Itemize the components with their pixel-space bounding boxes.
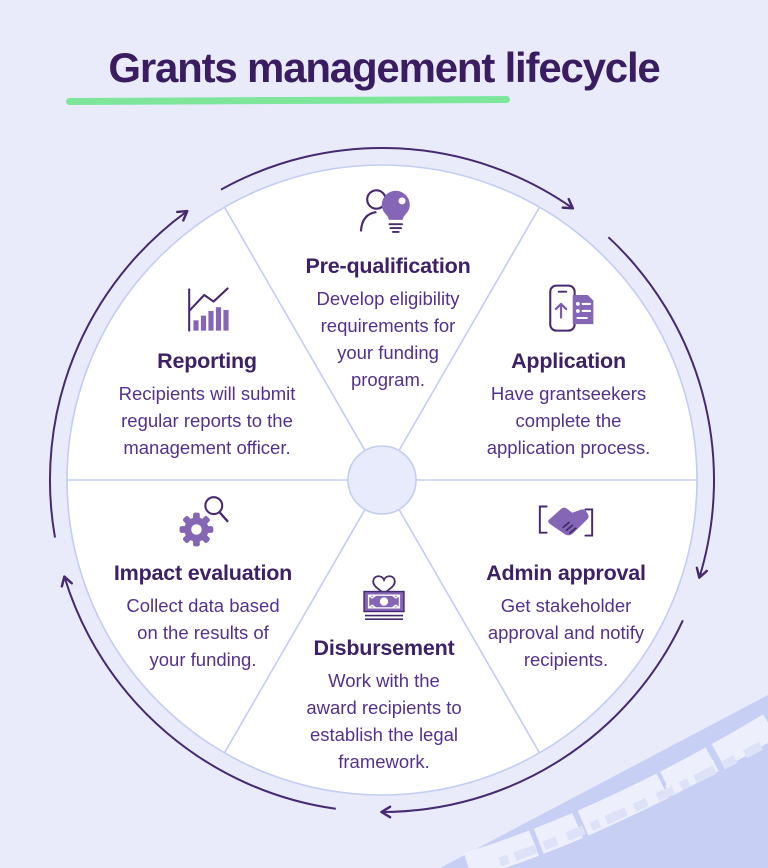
stage-title: Pre-qualification (305, 254, 471, 278)
banknote-heart-icon (363, 575, 405, 620)
stage-pre-qualification: Pre-qualification Develop eligibility re… (303, 185, 473, 393)
stage-admin-approval: Admin approval Get stakeholder approval … (471, 492, 661, 673)
stage-application: Application Have grantseekers complete t… (476, 280, 661, 461)
stage-description: Have grantseekers complete the applicati… (486, 383, 651, 458)
stage-reporting: Reporting Recipients will submit regular… (107, 280, 307, 461)
cycle-arrow-arcs (48, 146, 715, 819)
stage-impact-evaluation: Impact evaluation Collect data based on … (114, 492, 292, 673)
person-lightbulb-icon (359, 189, 410, 233)
stage-description: Recipients will submit regular reports t… (118, 383, 296, 458)
stage-description: Work with the award recipients to establ… (306, 670, 462, 772)
bar-chart-trend-icon (188, 287, 229, 332)
stage-title: Impact evaluation (113, 561, 293, 585)
handshake-icon (538, 505, 594, 537)
stage-disbursement: Disbursement Work with the award recipie… (304, 567, 464, 775)
sector-divider-lines (67, 206, 697, 754)
stage-title: Application (511, 349, 626, 373)
stage-description: Develop eligibility requirements for you… (316, 288, 460, 390)
phone-upload-document-icon (548, 284, 593, 332)
stage-description: Get stakeholder approval and notify reci… (487, 595, 645, 670)
stage-title: Reporting (157, 349, 257, 373)
stage-title: Admin approval (486, 561, 646, 585)
corner-brush-decoration (440, 695, 768, 868)
hub-circle (347, 445, 417, 515)
page-title: Grants management lifecycle (108, 44, 660, 91)
gear-magnifier-icon (179, 496, 229, 547)
stage-title: Disbursement (313, 636, 455, 660)
stage-description: Collect data based on the results of you… (126, 595, 280, 670)
